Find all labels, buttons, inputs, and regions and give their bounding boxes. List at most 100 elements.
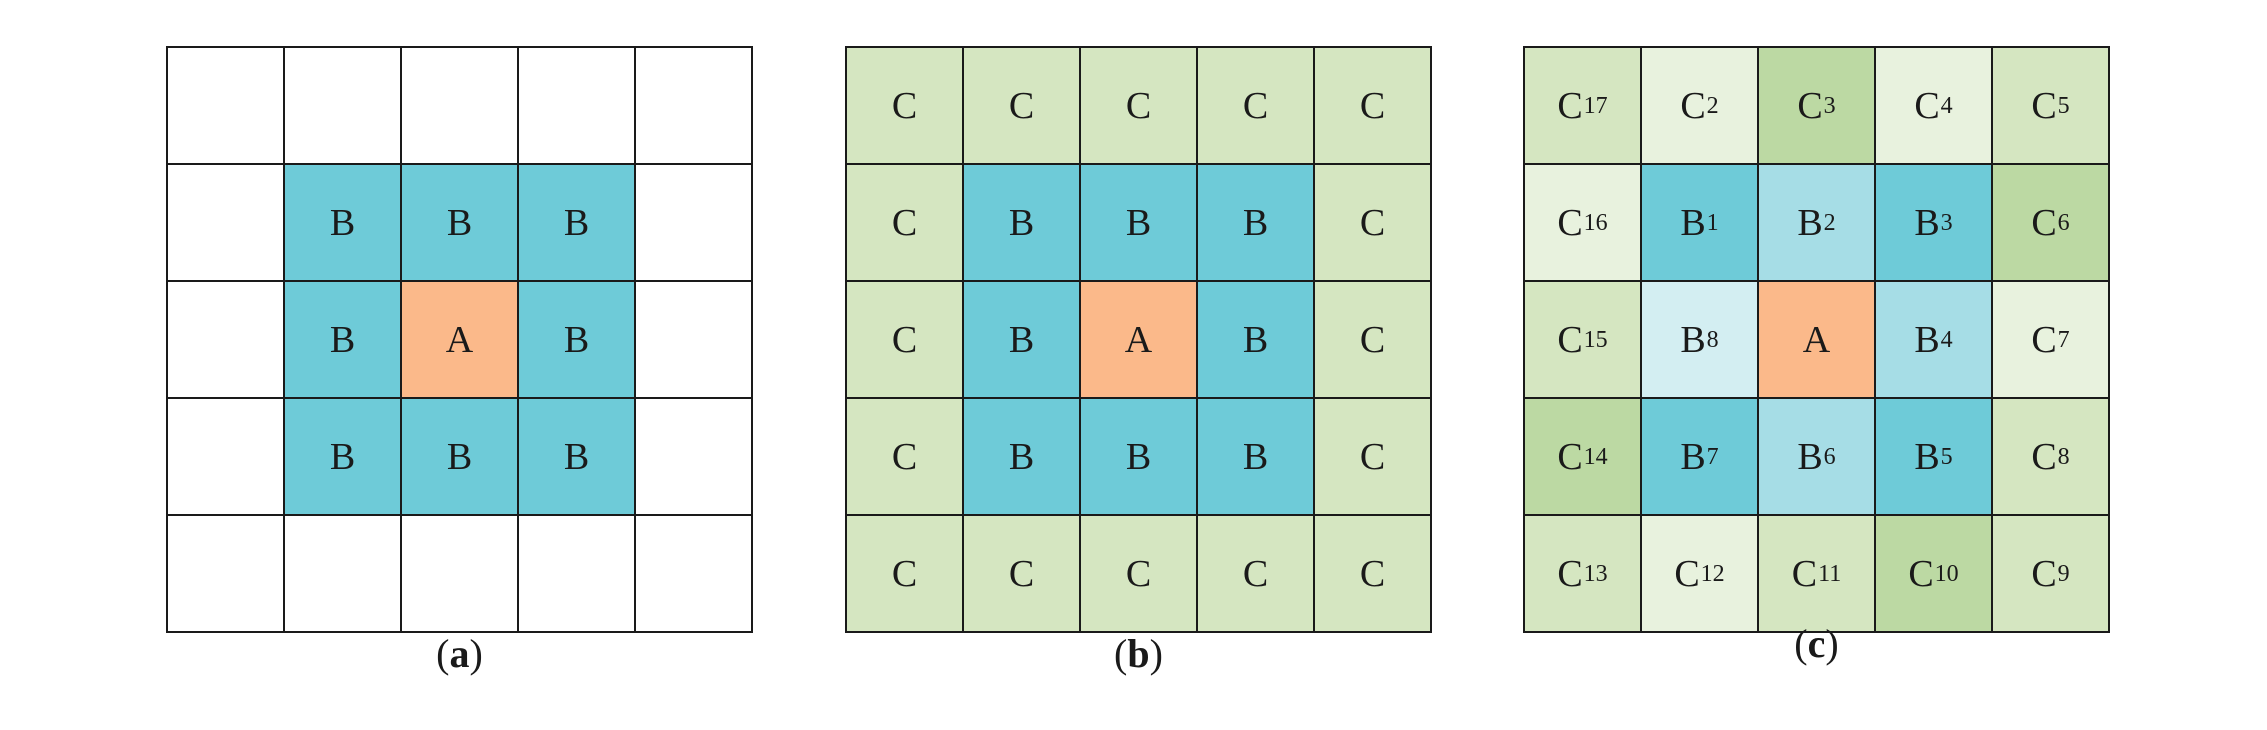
cell-subscript: 9: [2057, 560, 2070, 587]
cell-letter: B: [1242, 435, 1269, 478]
grid-cell: C: [1198, 48, 1315, 165]
caption-b: (b): [1114, 631, 1163, 676]
cell-letter: C: [1680, 84, 1706, 127]
cell-letter: C: [2031, 552, 2057, 595]
cell-letter: B: [563, 318, 590, 361]
cell-letter: C: [1008, 552, 1035, 595]
grid-cell: [402, 48, 519, 165]
cell-letter: C: [1557, 201, 1583, 244]
cell-letter: C: [1242, 84, 1269, 127]
cell-subscript: 4: [1940, 326, 1953, 353]
grid-cell: B: [1198, 165, 1315, 282]
cell-letter: C: [1557, 435, 1583, 478]
cell-letter: B: [1125, 435, 1152, 478]
grid-cell: B: [964, 165, 1081, 282]
cell-letter: C: [1791, 552, 1818, 595]
caption-b-label: b: [1127, 631, 1150, 676]
grid-cell: C: [1315, 48, 1432, 165]
grid-cell: [636, 48, 753, 165]
grid-cell: [285, 516, 402, 633]
grid-cell: C: [1315, 282, 1432, 399]
cell-subscript: 4: [1940, 92, 1953, 119]
cell-letter: B: [1914, 201, 1940, 244]
cell-subscript: 8: [2057, 443, 2070, 470]
cell-subscript: 7: [1706, 443, 1719, 470]
grid-cell: C: [964, 516, 1081, 633]
cell-letter: C: [2031, 435, 2057, 478]
cell-letter: B: [1242, 201, 1269, 244]
cell-subscript: 14: [1583, 443, 1608, 470]
cell-letter: B: [446, 435, 473, 478]
grid-cell: C: [1081, 516, 1198, 633]
grid-cell: A: [1759, 282, 1876, 399]
grid-cell: [168, 399, 285, 516]
grid-cell: B: [285, 282, 402, 399]
grid-cell: C: [847, 165, 964, 282]
grid-cell: [636, 165, 753, 282]
cell-letter: B: [1914, 318, 1940, 361]
grid-cell: C: [847, 399, 964, 516]
cell-letter: C: [891, 435, 918, 478]
cell-subscript: 10: [1934, 560, 1959, 587]
grid-cell: [168, 48, 285, 165]
cell-subscript: 16: [1583, 209, 1608, 236]
grid-cell: B: [285, 165, 402, 282]
grid-cell: B: [519, 165, 636, 282]
cell-letter: C: [2031, 84, 2057, 127]
grid-cell: C: [847, 516, 964, 633]
cell-letter: C: [1242, 552, 1269, 595]
caption-c: (c): [1794, 621, 1839, 666]
cell-subscript: 12: [1700, 560, 1725, 587]
grid-cell: B: [402, 165, 519, 282]
cell-letter: B: [1914, 435, 1940, 478]
cell-letter: C: [2031, 201, 2057, 244]
grid-cell: C: [1315, 165, 1432, 282]
cell-letter: C: [1359, 201, 1386, 244]
grid-cell: A: [402, 282, 519, 399]
cell-subscript: 17: [1583, 92, 1608, 119]
cell-letter: B: [1797, 201, 1823, 244]
cell-letter: A: [1802, 318, 1831, 361]
cell-letter: C: [891, 84, 918, 127]
grid-cell: [168, 165, 285, 282]
grid-cell: C: [1081, 48, 1198, 165]
grid-cell: A: [1081, 282, 1198, 399]
grid-cell: C: [1315, 399, 1432, 516]
cell-subscript: 3: [1940, 209, 1953, 236]
grid-cell: B: [402, 399, 519, 516]
cell-letter: C: [1359, 318, 1386, 361]
caption-a-label: a: [449, 631, 470, 676]
cell-letter: C: [1797, 84, 1823, 127]
cell-subscript: 7: [2057, 326, 2070, 353]
cell-letter: C: [1125, 84, 1152, 127]
grid-cell: [519, 48, 636, 165]
cell-letter: C: [1359, 84, 1386, 127]
cell-letter: B: [1008, 435, 1035, 478]
grid-cell: [168, 282, 285, 399]
grid-cell: [636, 516, 753, 633]
grid-cell: B: [519, 282, 636, 399]
cell-letter: B: [329, 435, 356, 478]
cell-subscript: 6: [2057, 209, 2070, 236]
cell-subscript: 5: [2057, 92, 2070, 119]
cell-subscript: 15: [1583, 326, 1608, 353]
caption-a: (a): [436, 631, 483, 676]
cell-letter: B: [563, 201, 590, 244]
